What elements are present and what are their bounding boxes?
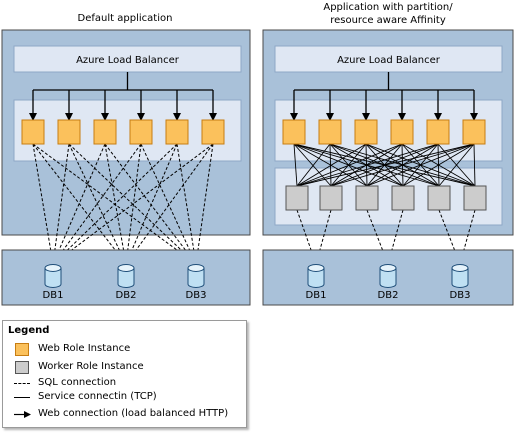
left-web-roles <box>21 119 225 145</box>
legend-item-web-role: Web Role Instance <box>8 342 246 357</box>
database-label: DB1 <box>306 290 327 301</box>
arrow-line-icon <box>14 411 31 418</box>
left-load-balancer-box <box>13 45 242 73</box>
right-diagram-title: Application with partition/ resource awa… <box>262 1 514 27</box>
database-cylinder-top <box>379 264 397 272</box>
service-connection-line <box>296 143 367 187</box>
right-web-roles <box>282 119 486 145</box>
legend-item-web-connection: Web connection (load balanced HTTP) <box>8 407 246 422</box>
sql-connection-line <box>140 143 197 265</box>
worker-role-instance <box>427 185 451 211</box>
service-connection-line <box>366 143 475 187</box>
service-connection-line <box>329 143 332 187</box>
worker-role-instance <box>319 185 343 211</box>
web-role-swatch-icon <box>15 343 29 356</box>
legend: Legend Web Role Instance Worker Role Ins… <box>2 320 247 428</box>
legend-label: Service connectin (TCP) <box>38 391 157 402</box>
service-connection-line <box>438 143 475 187</box>
database-cylinder-icon <box>44 268 62 288</box>
sql-connection-line <box>52 143 70 265</box>
sql-connection-line <box>52 143 214 265</box>
service-connection-line <box>296 143 331 187</box>
legend-label: Worker Role Instance <box>38 361 144 372</box>
service-connection-line <box>293 143 298 187</box>
sql-connection-line <box>195 143 214 265</box>
worker-role-swatch-icon <box>15 361 29 374</box>
dashed-line-icon <box>14 383 30 384</box>
web-role-instance <box>57 119 81 145</box>
sql-connection-line <box>52 143 178 265</box>
legend-item-service-connection: Service connectin (TCP) <box>8 390 246 405</box>
right-title-line1: Application with partition/ <box>323 2 453 13</box>
database-label: DB3 <box>186 290 207 301</box>
database-label: DB1 <box>43 290 64 301</box>
sql-connection-line <box>125 143 178 265</box>
legend-title: Legend <box>8 325 50 336</box>
web-role-instance <box>21 119 45 145</box>
legend-item-sql-connection: SQL connection <box>8 376 246 391</box>
solid-line-icon <box>14 397 30 398</box>
web-role-instance <box>318 119 342 145</box>
sql-connection-line <box>68 143 127 265</box>
web-role-instance <box>201 119 225 145</box>
sql-connection-line <box>125 143 142 265</box>
web-role-instance <box>390 119 414 145</box>
right-title-line2: resource aware Affinity <box>330 15 446 26</box>
web-role-instance <box>282 119 306 145</box>
architecture-diagram: Azure Load Balancer DB1 DB2 DB3 Azure Load… <box>1 29 514 306</box>
worker-role-instance <box>355 185 379 211</box>
database-cylinder-icon <box>379 268 397 288</box>
web-role-instance <box>426 119 450 145</box>
database-cylinder-icon <box>307 268 325 288</box>
web-role-instance <box>462 119 486 145</box>
sql-connection-line <box>52 143 106 265</box>
right-load-balancer-label: Azure Load Balancer <box>337 55 441 66</box>
web-role-instance <box>165 119 189 145</box>
web-role-instance <box>93 119 117 145</box>
sql-connection-line <box>176 143 197 265</box>
web-role-instance <box>129 119 153 145</box>
left-databases: DB1 DB2 DB3 <box>43 264 207 301</box>
worker-role-instance <box>391 185 415 211</box>
database-label: DB2 <box>378 290 399 301</box>
service-connection-line <box>402 143 475 187</box>
database-cylinder-icon <box>187 268 205 288</box>
worker-role-instance <box>285 185 309 211</box>
database-cylinder-top <box>187 264 205 272</box>
database-cylinder-top <box>117 264 135 272</box>
database-cylinder-top <box>44 264 62 272</box>
database-cylinder-icon <box>451 268 469 288</box>
legend-item-worker-role: Worker Role Instance <box>8 360 246 375</box>
service-connection-line <box>296 143 403 187</box>
service-connection-line <box>473 143 476 187</box>
right-worker-roles <box>285 185 487 211</box>
left-load-balancer-label: Azure Load Balancer <box>76 55 180 66</box>
legend-label: SQL connection <box>38 377 117 388</box>
database-cylinder-top <box>451 264 469 272</box>
service-connection-line <box>296 143 475 187</box>
sql-connection-line <box>32 143 54 265</box>
database-cylinder-top <box>307 264 325 272</box>
database-label: DB3 <box>450 290 471 301</box>
left-diagram-title: Default application <box>77 13 173 24</box>
right-databases: DB1 DB2 DB3 <box>306 264 471 301</box>
service-connection-line <box>296 143 439 187</box>
left-links <box>29 72 217 265</box>
legend-label: Web Role Instance <box>38 343 131 354</box>
web-role-instance <box>354 119 378 145</box>
worker-role-instance <box>463 185 487 211</box>
database-label: DB2 <box>116 290 137 301</box>
service-connection-line <box>330 143 475 187</box>
sql-connection-line <box>104 143 197 265</box>
legend-label: Web connection (load balanced HTTP) <box>38 408 229 419</box>
database-cylinder-icon <box>117 268 135 288</box>
